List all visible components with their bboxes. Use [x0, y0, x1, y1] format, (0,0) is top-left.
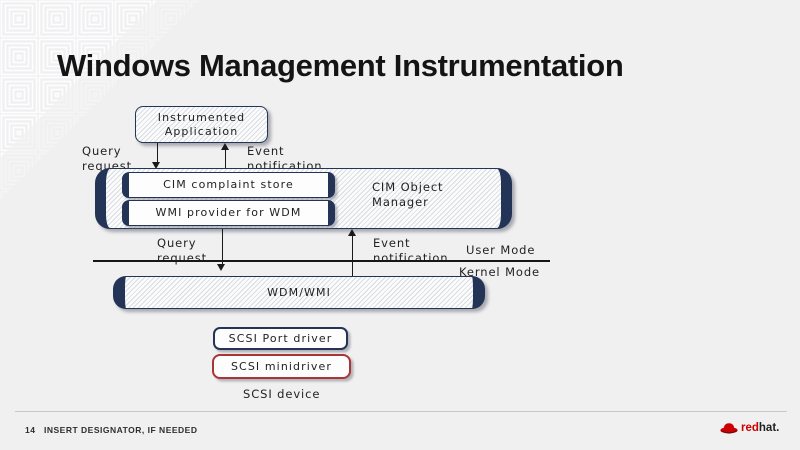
- corner-squares-pattern: [0, 0, 200, 200]
- query-request-bottom-arrow-line: [221, 229, 223, 266]
- redhat-hat-icon: [720, 423, 738, 434]
- query-request-top-arrow-line: [156, 143, 158, 164]
- footer-divider: [15, 411, 787, 412]
- event-notification-bottom-arrow-line: [351, 235, 353, 276]
- redhat-logo-text-red: red: [741, 422, 759, 434]
- instrumented-application-box: Instrumented Application: [135, 106, 268, 143]
- cim-object-manager-label: CIM Object Manager: [372, 180, 444, 209]
- user-mode-label: User Mode: [466, 243, 536, 257]
- event-notification-bottom-arrowhead-icon: [347, 229, 356, 236]
- scsi-port-driver-box: SCSI Port driver: [213, 327, 348, 350]
- wdm-wmi-box: WDM/WMI: [113, 276, 485, 309]
- query-request-bottom-arrowhead-icon: [217, 264, 225, 271]
- slide-title: Windows Management Instrumentation: [57, 48, 624, 83]
- scsi-minidriver-label: SCSI minidriver: [230, 359, 333, 373]
- kernel-mode-label: Kernel Mode: [459, 265, 541, 279]
- redhat-logo-text: redhat.: [741, 422, 779, 434]
- footer-designator: INSERT DESIGNATOR, IF NEEDED: [44, 425, 198, 435]
- query-request-top-arrowhead-icon: [152, 162, 160, 169]
- event-notification-top-arrowhead-icon: [220, 143, 229, 150]
- scsi-minidriver-box: SCSI minidriver: [212, 354, 351, 379]
- page-number: 14: [25, 425, 36, 435]
- event-notification-top-arrow-line: [224, 149, 226, 169]
- user-kernel-mode-divider: [93, 260, 550, 262]
- wdm-wmi-label: WDM/WMI: [267, 285, 331, 299]
- cim-complaint-store-box: CIM complaint store: [122, 172, 335, 198]
- scsi-port-driver-label: SCSI Port driver: [228, 331, 333, 345]
- wmi-provider-label: WMI provider for WDM: [155, 206, 302, 220]
- redhat-logo-text-dark: hat.: [758, 422, 780, 434]
- redhat-logo: redhat.: [719, 420, 779, 436]
- wmi-provider-box: WMI provider for WDM: [122, 200, 335, 226]
- scsi-device-label: SCSI device: [243, 387, 321, 401]
- instrumented-application-label: Instrumented Application: [157, 110, 246, 138]
- cim-complaint-store-label: CIM complaint store: [163, 178, 294, 192]
